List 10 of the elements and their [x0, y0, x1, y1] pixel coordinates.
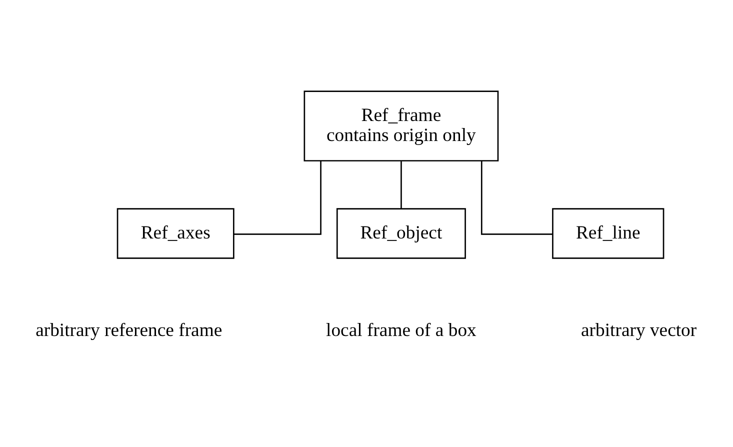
connector — [480, 160, 553, 235]
node-label: arbitrary reference frame — [36, 320, 222, 341]
node-box: Ref_line — [552, 208, 664, 259]
connector — [234, 160, 322, 235]
node-box: Ref_object — [336, 208, 466, 259]
connector — [400, 161, 402, 209]
node-box: Ref_axes — [116, 208, 234, 259]
node-box: Ref_frame contains origin only — [304, 90, 499, 162]
node-label: local frame of a box — [326, 320, 476, 341]
node-label: arbitrary vector — [581, 320, 697, 341]
